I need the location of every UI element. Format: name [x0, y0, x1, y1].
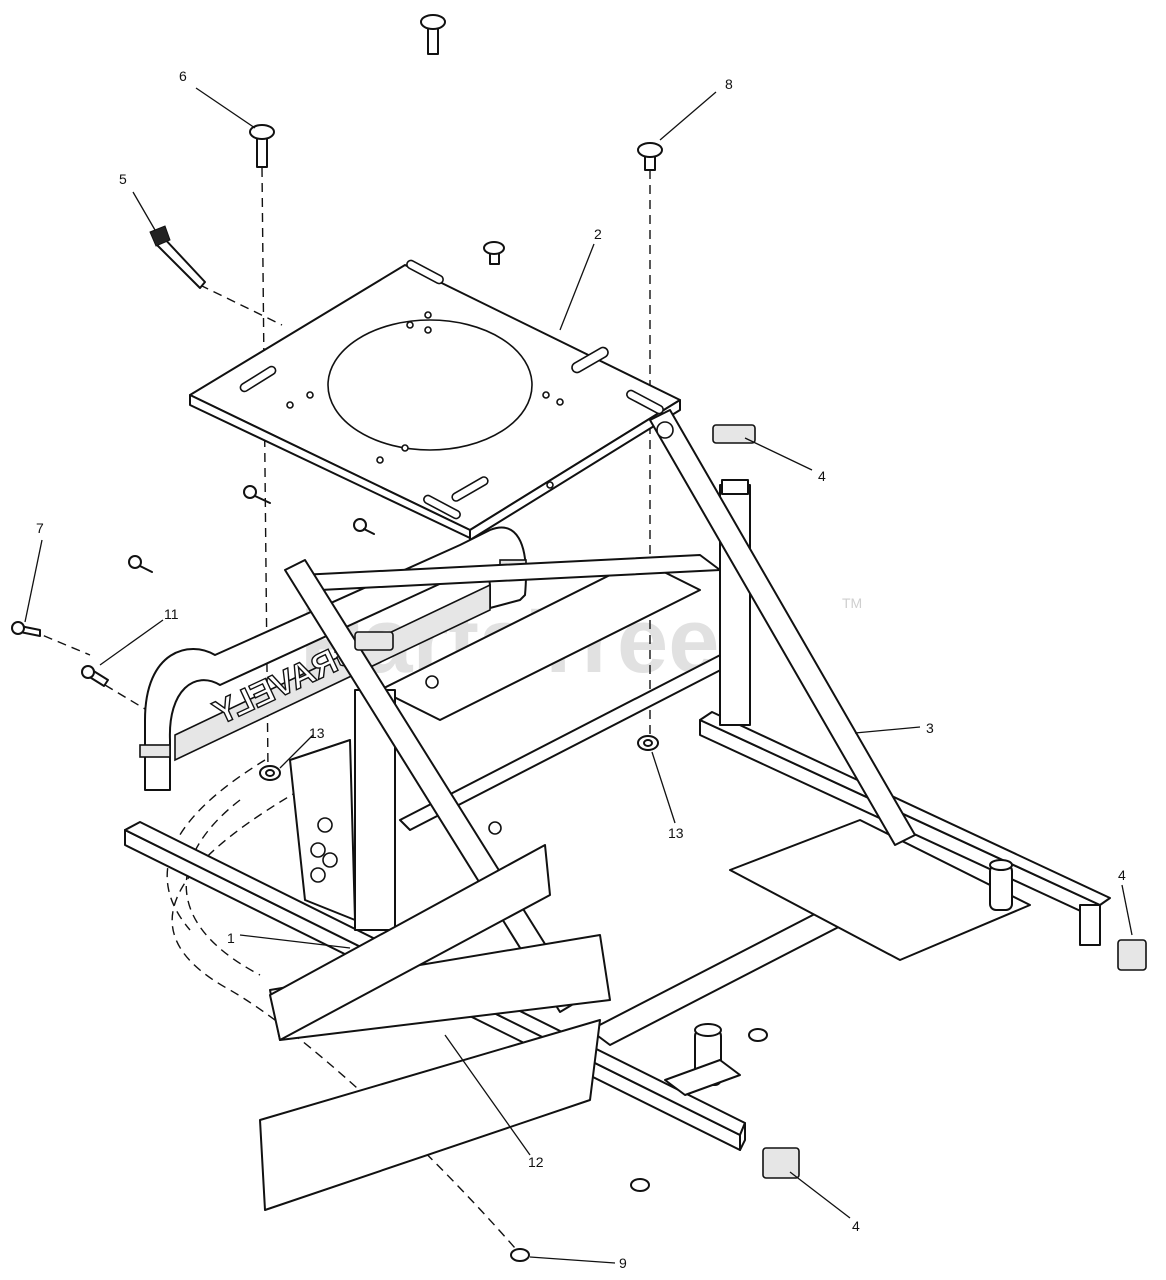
callout-3: 3: [926, 720, 934, 736]
callouts: 1 2 3 4 4 4 5 6 7 8 9 11 12 13 13: [36, 68, 1126, 1271]
callout-4a: 4: [818, 468, 826, 484]
callout-6: 6: [179, 68, 187, 84]
callout-9: 9: [619, 1255, 627, 1271]
assembly-lines: [29, 167, 651, 1249]
main-frame: [124, 409, 1111, 1211]
hardware: [11, 14, 1147, 1262]
watermark-trademark: TM: [842, 595, 862, 611]
callout-5: 5: [119, 171, 127, 187]
callout-4c: 4: [852, 1218, 860, 1234]
callout-13b: 13: [668, 825, 684, 841]
callout-11: 11: [164, 606, 179, 622]
callout-1: 1: [227, 930, 235, 946]
callout-8: 8: [725, 76, 733, 92]
callout-4b: 4: [1118, 867, 1126, 883]
callout-13a: 13: [309, 725, 325, 741]
callout-12: 12: [528, 1154, 544, 1170]
seat-pan: [189, 259, 681, 541]
callout-2: 2: [594, 226, 602, 242]
callout-leaders: [24, 87, 1133, 1264]
callout-7: 7: [36, 520, 44, 536]
